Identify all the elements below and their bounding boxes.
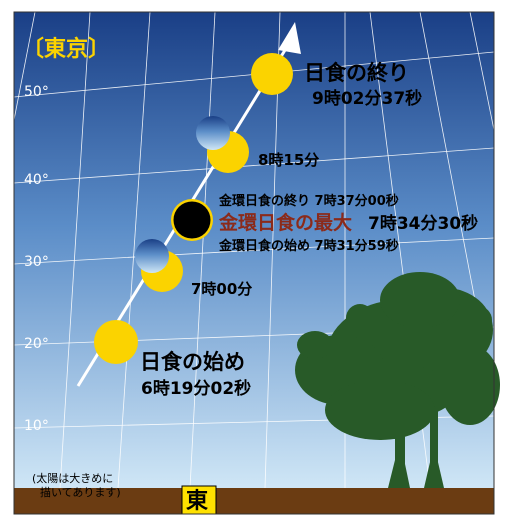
direction-label-box: 東 (181, 485, 217, 515)
sun-700 (135, 239, 183, 292)
end-time: 9時02分37秒 (312, 88, 422, 109)
altitude-grid (14, 51, 494, 429)
note-line-2: 描いてあります) (40, 485, 121, 499)
frame-border (13, 11, 495, 515)
max-label: 金環日食の最大 (218, 211, 352, 234)
end-title: 日食の終り (304, 61, 409, 85)
sun-end (251, 53, 293, 95)
sun-815 (196, 116, 249, 173)
tick-20: 20° (24, 336, 49, 352)
tree-illustration (295, 272, 500, 490)
tick-10: 10° (24, 418, 49, 434)
ground (14, 488, 494, 514)
time-815: 8時15分 (258, 151, 319, 169)
altitude-ticks: 50° 40° 30° 20° 10° (24, 84, 49, 434)
start-time: 6時19分02秒 (141, 378, 251, 399)
annular-start: 金環日食の始め 7時31分59秒 (218, 238, 399, 254)
tick-30: 30° (24, 254, 49, 270)
direction-label: 東 (186, 489, 208, 514)
start-title: 日食の始め (140, 350, 245, 374)
location-label: 〔東京〕 (22, 36, 110, 62)
time-700: 7時00分 (191, 280, 252, 298)
sun-start (94, 320, 138, 364)
sun-max-annular (171, 199, 213, 241)
max-time: 7時34分30秒 (368, 213, 478, 234)
annular-end: 金環日食の終り 7時37分00秒 (218, 193, 399, 209)
note-line-1: (太陽は大きめに (32, 471, 113, 485)
tick-50: 50° (24, 84, 49, 100)
tick-40: 40° (24, 172, 49, 188)
